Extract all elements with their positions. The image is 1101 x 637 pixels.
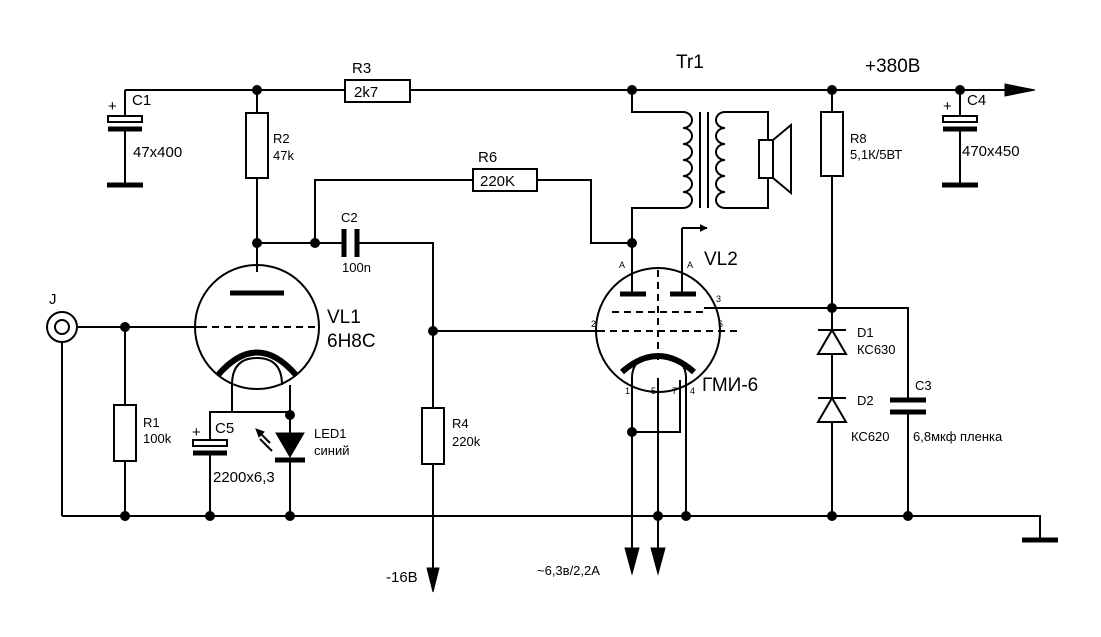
c5-value: 2200x6,3 <box>213 469 275 486</box>
resistor-r3 <box>344 79 411 103</box>
r4-value: 220k <box>452 434 481 449</box>
pin-a1: A <box>619 260 625 270</box>
c2-label: C2 <box>341 210 358 225</box>
led1-label: LED1 <box>314 426 347 441</box>
pin-7: 7 <box>672 386 677 396</box>
resistor-r8 <box>820 90 844 330</box>
r3-value: 2k7 <box>354 84 378 101</box>
heater-supply-label: ~6,3в/2,2А <box>537 563 600 578</box>
resistor-r6 <box>472 168 538 192</box>
r6-feedback-wire <box>314 179 632 244</box>
c1-label: C1 <box>132 92 151 109</box>
input-jack-j <box>46 311 200 516</box>
c5-label: C5 <box>215 420 234 437</box>
r2-value: 47k <box>273 148 294 163</box>
led1-value: синий <box>314 443 349 458</box>
c3-value: 6,8мкф пленка <box>913 429 1003 444</box>
pin-2: 2 <box>591 319 596 329</box>
r2-label: R2 <box>273 131 290 146</box>
c1-plus: + <box>108 98 117 115</box>
supply-voltage-label: +380В <box>865 56 920 77</box>
pin-1: 1 <box>625 386 630 396</box>
c4-plus: + <box>943 98 952 115</box>
tr1-label: Tr1 <box>676 52 704 73</box>
pin-6: 6 <box>718 319 723 329</box>
vl1-anode-wire <box>256 242 342 272</box>
resistor-r1 <box>113 327 137 516</box>
r4-label: R4 <box>452 416 469 431</box>
zener-d2 <box>816 396 848 516</box>
pin-4: 4 <box>690 386 695 396</box>
c2-value: 100n <box>342 260 371 275</box>
resistor-r2 <box>245 90 269 243</box>
c4-value: 470x450 <box>962 143 1020 160</box>
negative-supply-label: -16В <box>386 569 418 586</box>
r1-label: R1 <box>143 415 160 430</box>
d1-label: D1 <box>857 325 874 340</box>
jack-label: J <box>49 291 57 308</box>
pin-a2: A <box>687 260 693 270</box>
tube-vl2 <box>595 224 832 576</box>
led-led1 <box>255 428 305 516</box>
pin-3: 3 <box>716 294 721 304</box>
junction-dots <box>120 85 965 521</box>
resistor-r4 <box>421 407 445 593</box>
d2-label: D2 <box>857 393 874 408</box>
r1-value: 100k <box>143 431 172 446</box>
tube-vl1 <box>194 264 320 455</box>
r8-value: 5,1К/5ВТ <box>850 147 902 162</box>
pin-5: 5 <box>651 386 656 396</box>
transformer-tr1 <box>631 90 769 243</box>
capacitor-c2 <box>341 229 434 408</box>
vl2-type: ГМИ-6 <box>702 375 758 396</box>
c5-plus: + <box>192 424 201 441</box>
r3-label: R3 <box>352 60 371 77</box>
c1-value: 47x400 <box>133 144 182 161</box>
capacitor-c4 <box>942 90 978 188</box>
zener-d1 <box>816 328 848 398</box>
vl1-type: 6Н8С <box>327 331 376 352</box>
capacitor-c5 <box>192 439 228 516</box>
r8-label: R8 <box>850 131 867 146</box>
r6-value: 220K <box>480 173 515 190</box>
capacitor-c3 <box>832 307 926 516</box>
c4-label: C4 <box>967 92 986 109</box>
r6-label: R6 <box>478 149 497 166</box>
top-rail-wire <box>125 83 1036 97</box>
capacitor-c1 <box>107 90 143 188</box>
vl2-label: VL2 <box>704 249 738 270</box>
d2-value: КС620 <box>851 429 890 444</box>
d1-value: КС630 <box>857 342 896 357</box>
bottom-rail-wire <box>62 515 1058 543</box>
c3-label: C3 <box>915 378 932 393</box>
vl1-label: VL1 <box>327 307 361 328</box>
speaker-icon <box>758 122 792 196</box>
